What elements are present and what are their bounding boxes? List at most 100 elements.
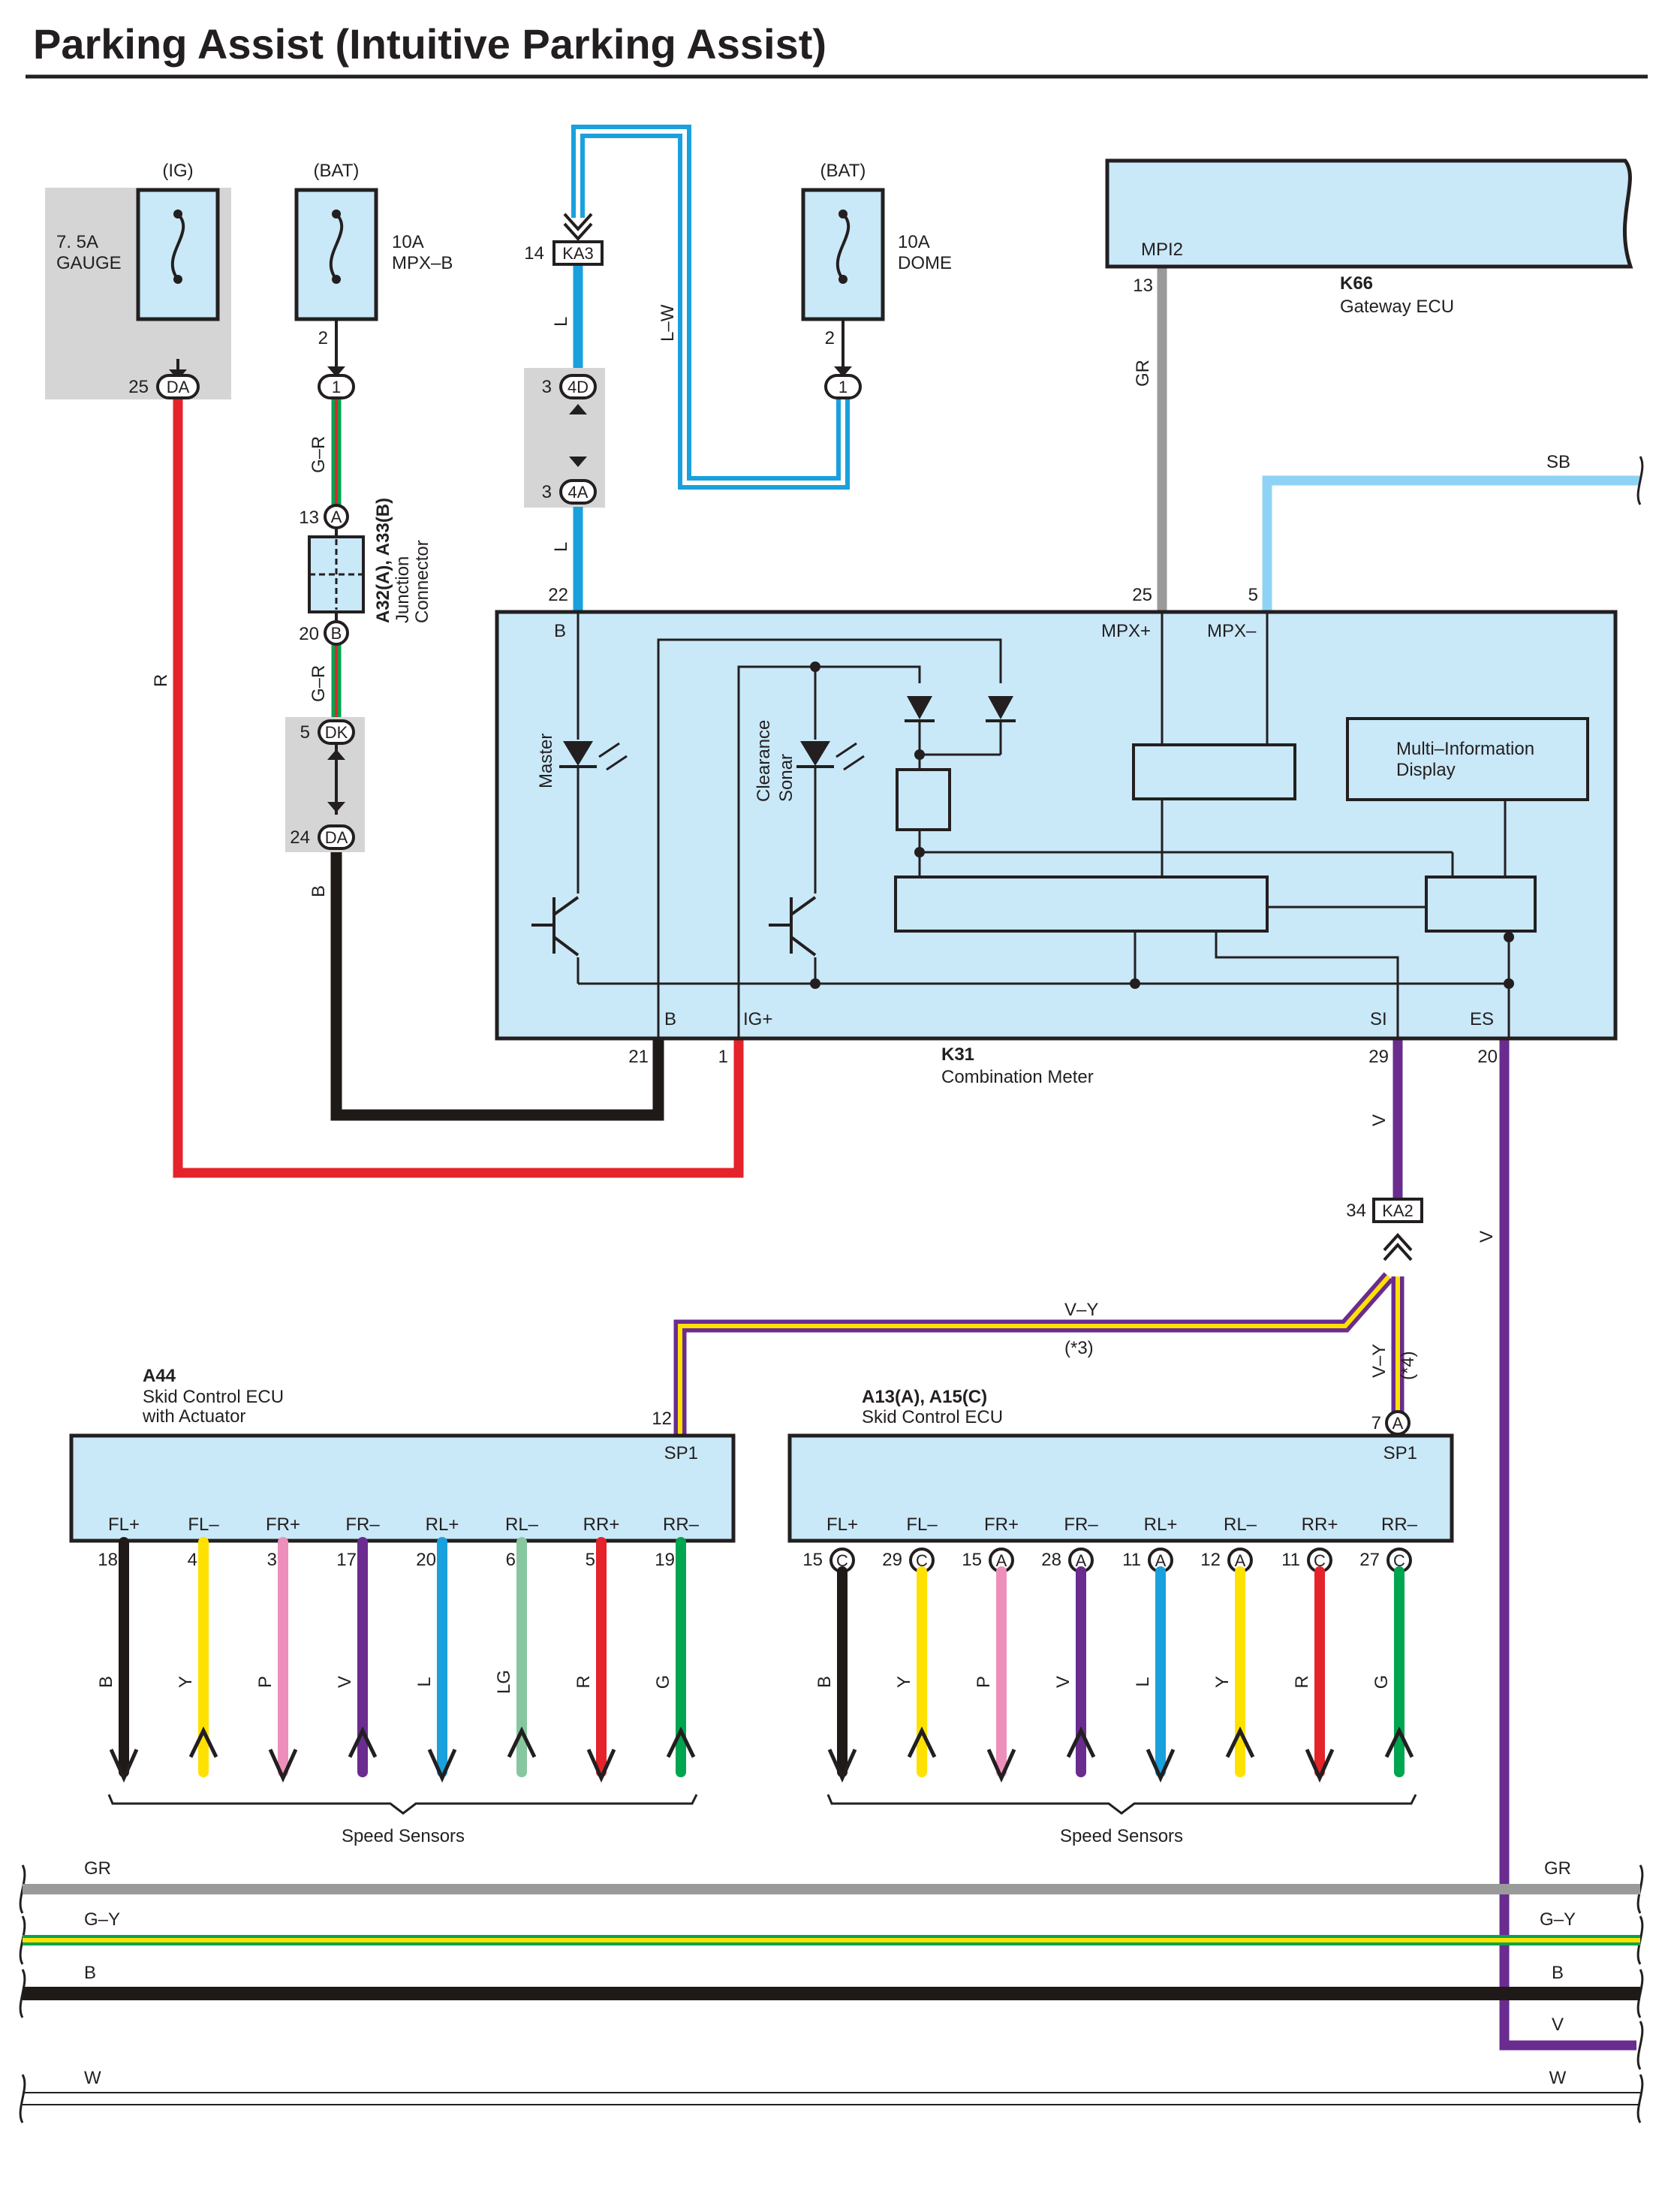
meter-pin-22: 22 [548,585,568,605]
terminal-rr-plus: RR+5R [574,1514,619,1783]
svg-text:20: 20 [299,624,319,644]
svg-text:18: 18 [98,1550,118,1570]
svg-text:FR–: FR– [1064,1514,1098,1535]
terminal-rl-minus: RL–6LG [494,1514,539,1777]
ecu-a44: A44 Skid Control ECU with Actuator SP1 1… [69,1366,736,1543]
svg-text:KA2: KA2 [1382,1201,1414,1220]
svg-text:29: 29 [882,1550,902,1570]
meter-pin-29: 29 [1368,1047,1389,1067]
terminal-fr-minus: FR–17V [335,1514,380,1777]
svg-text:G–Y: G–Y [1540,1909,1576,1930]
svg-text:5: 5 [586,1550,595,1570]
meter-term-b-bottom: B [664,1009,676,1029]
svg-text:12: 12 [1200,1550,1221,1570]
gateway-id: K66 [1340,273,1373,294]
wire-label-b: B [309,885,329,897]
svg-text:G: G [653,1675,673,1689]
svg-text:A: A [1155,1551,1167,1570]
bus-line-g-y: G–Y G–Y [19,1909,1644,1965]
connector-ka2: KA2 34 [1346,1198,1423,1261]
fuse-dome-supply: (BAT) [820,161,866,181]
svg-text:A32(A), A33(B): A32(A), A33(B) [373,498,393,623]
terminal-rl-plus: RL+20L [414,1514,459,1783]
wire-l-w [571,125,850,490]
svg-text:24: 24 [290,827,310,848]
meter-pin-1: 1 [718,1047,728,1067]
svg-text:28: 28 [1041,1550,1061,1570]
svg-text:RL–: RL– [505,1514,539,1535]
svg-text:Skid Control ECU: Skid Control ECU [143,1387,284,1407]
svg-text:with Actuator: with Actuator [142,1406,245,1427]
svg-text:4: 4 [188,1550,197,1570]
meter-master-label: Master [536,734,556,788]
meter-name: Combination Meter [941,1067,1094,1087]
svg-text:SP1: SP1 [664,1443,698,1463]
meter-term-mpx-plus: MPX+ [1101,621,1151,641]
meter-pin-5: 5 [1248,585,1258,605]
wire-sb [1262,475,1640,612]
meter-term-si: SI [1370,1009,1387,1029]
meter-id: K31 [941,1044,974,1065]
svg-text:14: 14 [524,243,544,264]
svg-text:FL+: FL+ [108,1514,140,1535]
svg-text:FR–: FR– [345,1514,380,1535]
fuse-mpxb-rating: 10A [392,232,424,252]
svg-text:3: 3 [542,377,552,397]
svg-text:13: 13 [299,508,319,528]
wire-v-es [1499,1040,1636,2051]
ecu-a44-terminals: FL+18BFL–4YFR+3PFR–17VRL+20LRL–6LGRR+5RR… [96,1514,700,1783]
fuse-mpxb-name: MPX–B [392,253,453,273]
svg-text:12: 12 [652,1409,672,1429]
fuse-mpxb: (BAT) 10A MPX–B [294,161,453,321]
terminal-rr-minus: RR–19G [653,1514,700,1777]
svg-text:6: 6 [506,1550,516,1570]
terminal-fl-minus: FL–4Y [176,1514,219,1777]
svg-text:RR–: RR– [1381,1514,1418,1535]
junction-connector: A 13 B 20 A32(A), A33(B) Junction Connec… [299,498,432,646]
svg-text:15: 15 [962,1550,982,1570]
svg-text:Y: Y [176,1676,196,1688]
fuse-dome-rating: 10A [898,232,930,252]
svg-text:A: A [996,1551,1007,1570]
brace-speed-sensors-left [107,1794,698,1815]
svg-text:G–Y: G–Y [84,1909,120,1930]
wire-label-v-y-1: V–Y [1064,1300,1098,1320]
bus-line-v: V [1552,2015,1644,2070]
meter-term-es: ES [1470,1009,1494,1029]
svg-text:17: 17 [336,1550,357,1570]
wire-sb-break [1636,456,1644,505]
svg-text:L: L [414,1677,435,1686]
svg-text:R: R [1292,1675,1312,1688]
svg-text:20: 20 [416,1550,436,1570]
connector-mpxb-1: 1 2 [318,328,355,399]
svg-text:B: B [331,624,342,643]
gateway-ecu: MPI2 13 K66 Gateway ECU [1105,158,1633,317]
svg-text:25: 25 [128,377,149,397]
connector-dk-da: DK 5 DA 24 [290,719,355,850]
svg-text:Y: Y [1212,1676,1233,1688]
svg-text:G: G [1371,1675,1392,1689]
svg-text:W: W [84,2068,101,2088]
wire-label-l-w: L–W [658,304,678,342]
meter-term-mpx-minus: MPX– [1207,621,1257,641]
svg-text:19: 19 [655,1550,675,1570]
svg-text:4A: 4A [568,483,589,502]
svg-text:15: 15 [802,1550,823,1570]
wire-label-v-y-2: V–Y [1369,1344,1389,1378]
connector-4d-4a: 4D 3 4A 3 [542,374,597,505]
fuse-mpxb-supply: (BAT) [314,161,360,181]
wire-b-meter [330,852,664,1121]
svg-text:DA: DA [325,828,348,847]
wire-label-g-r-2: G–R [309,665,329,702]
svg-text:V: V [1552,2015,1564,2035]
wire-label-v-1: V [1369,1114,1389,1126]
wire-label-v-y-2-note: (*4) [1398,1351,1418,1380]
wire-label-l-2: L [551,542,571,552]
meter-pin-21: 21 [628,1047,649,1067]
